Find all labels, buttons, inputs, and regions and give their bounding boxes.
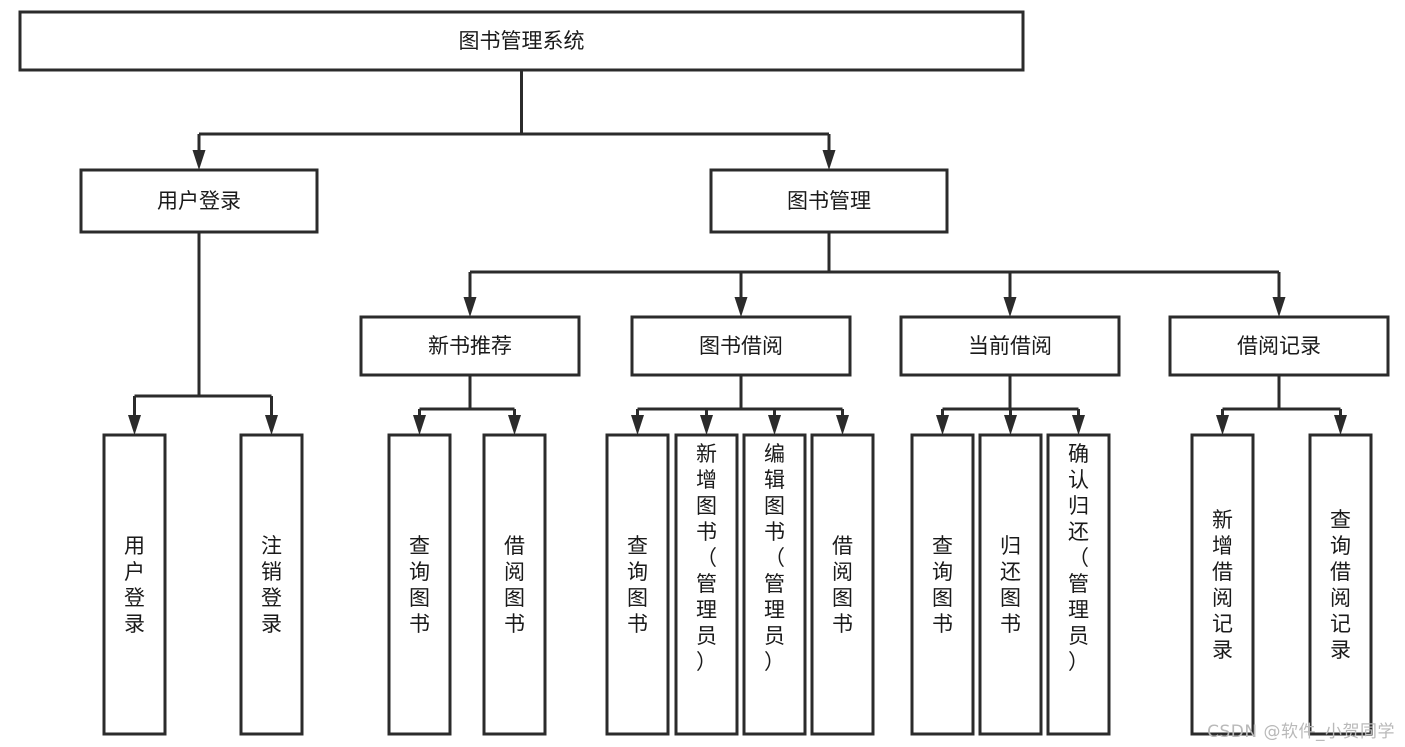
node-book-borrow[interactable]: 图书借阅 bbox=[630, 315, 852, 377]
leaf-node-leaf-borrow-book-label: 借阅图书 bbox=[832, 534, 853, 636]
node-current-borrow[interactable]: 当前借阅 bbox=[899, 315, 1121, 377]
edge-user-login-branch-1-arrowhead bbox=[265, 415, 278, 435]
edge-book-borrow-branch-2-arrowhead bbox=[768, 415, 781, 435]
node-root[interactable]: 图书管理系统 bbox=[18, 10, 1025, 72]
edge-root-branch-1-arrowhead bbox=[822, 150, 836, 170]
leaf-node-leaf-logout-box bbox=[239, 433, 304, 736]
leaf-node-leaf-query-book-current[interactable]: 查询图书 bbox=[910, 433, 975, 736]
watermark-credit: CSDN @软件_小贺同学 bbox=[1207, 722, 1395, 742]
node-book-borrow-label: 图书借阅 bbox=[699, 334, 783, 358]
leaf-node-leaf-borrow-book-box bbox=[810, 433, 875, 736]
leaf-node-leaf-edit-book-admin-label: 编辑图书（管理员） bbox=[764, 442, 785, 674]
leaf-node-leaf-add-borrow-record-box bbox=[1190, 433, 1255, 736]
nodes-layer: 图书管理系统用户登录图书管理新书推荐图书借阅当前借阅借阅记录用户登录注销登录查询… bbox=[18, 10, 1390, 736]
node-current-borrow-label: 当前借阅 bbox=[968, 334, 1052, 358]
leaf-node-leaf-confirm-return-admin[interactable]: 确认归还（管理员） bbox=[1046, 433, 1111, 736]
connector-edges bbox=[128, 70, 1347, 435]
leaf-node-leaf-return-book-label: 归还图书 bbox=[1000, 534, 1021, 636]
edge-root-branch-0-arrowhead bbox=[192, 150, 206, 170]
edge-book-borrow-branch-1-arrowhead bbox=[700, 415, 713, 435]
leaf-node-leaf-query-borrow-record-box bbox=[1308, 433, 1373, 736]
edge-book-management-branch-3-arrowhead bbox=[1272, 297, 1286, 317]
leaf-node-leaf-logout[interactable]: 注销登录 bbox=[239, 433, 304, 736]
leaf-node-leaf-user-login-label: 用户登录 bbox=[124, 534, 145, 636]
node-borrow-record[interactable]: 借阅记录 bbox=[1168, 315, 1390, 377]
leaf-node-leaf-confirm-return-admin-box bbox=[1046, 433, 1111, 736]
leaf-node-leaf-borrow-book[interactable]: 借阅图书 bbox=[810, 433, 875, 736]
leaf-node-leaf-add-book-admin-box bbox=[674, 433, 739, 736]
leaf-node-leaf-query-book-borrow-label: 查询图书 bbox=[627, 534, 648, 636]
leaf-node-leaf-borrow-book-recommend-label: 借阅图书 bbox=[504, 534, 525, 636]
edge-book-borrow-branch-3-arrowhead bbox=[836, 415, 849, 435]
leaf-node-leaf-logout-label: 注销登录 bbox=[261, 534, 282, 636]
leaf-node-leaf-user-login-box bbox=[102, 433, 167, 736]
node-root-box bbox=[18, 10, 1025, 72]
leaf-node-leaf-confirm-return-admin-label: 确认归还（管理员） bbox=[1068, 442, 1089, 674]
edge-current-borrow-branch-1-arrowhead bbox=[1004, 415, 1017, 435]
leaf-node-leaf-add-borrow-record[interactable]: 新增借阅记录 bbox=[1190, 433, 1255, 736]
edge-current-borrow-branch-0-arrowhead bbox=[936, 415, 949, 435]
node-book-management[interactable]: 图书管理 bbox=[709, 168, 949, 234]
leaf-node-leaf-user-login[interactable]: 用户登录 bbox=[102, 433, 167, 736]
leaf-node-leaf-add-book-admin[interactable]: 新增图书（管理员） bbox=[674, 433, 739, 736]
node-borrow-record-box bbox=[1168, 315, 1390, 377]
node-new-book-recommend[interactable]: 新书推荐 bbox=[359, 315, 581, 377]
edge-current-borrow-branch-2-arrowhead bbox=[1072, 415, 1085, 435]
node-root-label: 图书管理系统 bbox=[459, 29, 585, 53]
node-book-borrow-box bbox=[630, 315, 852, 377]
leaf-node-leaf-return-book-box bbox=[978, 433, 1043, 736]
leaf-node-leaf-query-book-borrow-box bbox=[605, 433, 670, 736]
edge-book-management-branch-2-arrowhead bbox=[1003, 297, 1017, 317]
leaf-node-leaf-edit-book-admin-box bbox=[742, 433, 807, 736]
leaf-node-leaf-query-borrow-record[interactable]: 查询借阅记录 bbox=[1308, 433, 1373, 736]
leaf-node-leaf-query-book-recommend-box bbox=[387, 433, 452, 736]
edge-book-management-branch-0-arrowhead bbox=[463, 297, 477, 317]
edge-book-borrow-branch-0-arrowhead bbox=[631, 415, 644, 435]
node-new-book-recommend-label: 新书推荐 bbox=[428, 334, 512, 358]
node-book-management-box bbox=[709, 168, 949, 234]
edge-new-book-recommend-branch-1-arrowhead bbox=[508, 415, 521, 435]
node-current-borrow-box bbox=[899, 315, 1121, 377]
leaf-node-leaf-query-borrow-record-label: 查询借阅记录 bbox=[1330, 508, 1351, 662]
node-borrow-record-label: 借阅记录 bbox=[1237, 334, 1321, 358]
leaf-node-leaf-query-book-borrow[interactable]: 查询图书 bbox=[605, 433, 670, 736]
leaf-node-leaf-query-book-recommend-label: 查询图书 bbox=[409, 534, 430, 636]
edge-borrow-record-branch-1-arrowhead bbox=[1334, 415, 1347, 435]
leaf-node-leaf-add-borrow-record-label: 新增借阅记录 bbox=[1212, 508, 1233, 662]
leaf-node-leaf-add-book-admin-label: 新增图书（管理员） bbox=[696, 442, 717, 674]
edge-user-login-branch-0-arrowhead bbox=[128, 415, 141, 435]
leaf-node-leaf-borrow-book-recommend[interactable]: 借阅图书 bbox=[482, 433, 547, 736]
leaf-node-leaf-edit-book-admin[interactable]: 编辑图书（管理员） bbox=[742, 433, 807, 736]
leaf-node-leaf-query-book-recommend[interactable]: 查询图书 bbox=[387, 433, 452, 736]
edge-new-book-recommend-branch-0-arrowhead bbox=[413, 415, 426, 435]
leaf-node-leaf-query-book-current-label: 查询图书 bbox=[932, 534, 953, 636]
node-new-book-recommend-box bbox=[359, 315, 581, 377]
leaf-node-leaf-query-book-current-box bbox=[910, 433, 975, 736]
edge-borrow-record-branch-0-arrowhead bbox=[1216, 415, 1229, 435]
edge-book-management-branch-1-arrowhead bbox=[734, 297, 748, 317]
leaf-node-leaf-return-book[interactable]: 归还图书 bbox=[978, 433, 1043, 736]
node-user-login-label: 用户登录 bbox=[157, 189, 241, 213]
node-user-login-box bbox=[79, 168, 319, 234]
leaf-node-leaf-borrow-book-recommend-box bbox=[482, 433, 547, 736]
node-book-management-label: 图书管理 bbox=[787, 189, 871, 213]
node-user-login[interactable]: 用户登录 bbox=[79, 168, 319, 234]
